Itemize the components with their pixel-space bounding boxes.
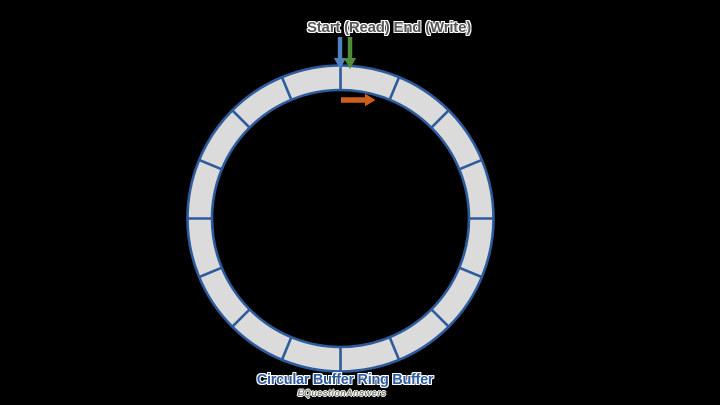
segment-divider [231, 308, 251, 328]
segment-divider [458, 266, 483, 279]
diagram-title: Circular Buffer Ring Buffer [256, 372, 434, 388]
ring-band-group [186, 64, 495, 373]
pointer-labels: Start (Read) End (Write) [306, 19, 472, 36]
segment-divider [430, 308, 450, 328]
segment-divider [458, 158, 483, 171]
segment-divider [388, 336, 401, 361]
segment-divider [388, 76, 401, 101]
ring-inner-circle [210, 88, 471, 349]
segment-divider [430, 109, 450, 129]
segment-divider [280, 76, 293, 101]
segment-divider [280, 336, 293, 361]
direction-arrow [341, 93, 376, 107]
segment-divider [198, 266, 223, 279]
watermark-text: EQuestionAnswers [297, 388, 387, 398]
segment-divider [231, 109, 251, 129]
write-pointer-arrow [343, 37, 357, 69]
segment-divider [198, 158, 223, 171]
read-pointer-arrow [333, 37, 347, 69]
